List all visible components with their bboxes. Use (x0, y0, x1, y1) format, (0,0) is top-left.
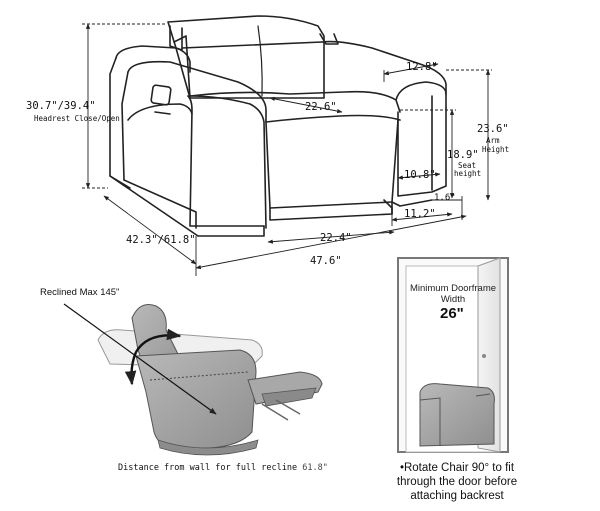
reclined-chair-illustration (63, 303, 323, 456)
depth-label: 42.3"/61.8" (126, 234, 196, 246)
door-caption-line-1: •Rotate Chair 90° to fit (399, 462, 515, 474)
headrest-height-label: 30.7"/39.4" (26, 100, 96, 112)
chair-line-drawing (109, 15, 447, 237)
doorframe-width-value: 26" (440, 305, 464, 322)
doorframe-title: Minimum Doorframe Width (408, 283, 498, 306)
base-clearance-label: 1.6" (434, 193, 456, 203)
arm-width-label: 12.8" (406, 61, 438, 73)
arm-height-note-2: Height (482, 145, 510, 154)
seat-height-note-1: Seat (458, 161, 477, 170)
leg-inset-label: 11.2" (404, 208, 436, 220)
seat-depth-label: 10.8" (404, 169, 436, 181)
total-width-label: 47.6" (310, 255, 342, 267)
seat-height-label: 18.9" (447, 149, 479, 161)
dimension-lines (82, 23, 492, 276)
door-caption-line-3: attaching backrest (410, 489, 504, 502)
recline-distance-value: 61.8" (302, 463, 328, 473)
recline-distance-label: Distance from wall for full recline 61.8… (118, 464, 328, 473)
seat-width-label: 22.6" (305, 101, 337, 113)
arm-height-label: 23.6" (477, 123, 509, 135)
door-caption-line-2: through the door before (396, 475, 518, 488)
recline-max-label: Reclined Max 145" (40, 287, 120, 298)
doorframe-title-line-2: Width (440, 293, 466, 305)
arm-height-note-1: Arm (486, 136, 500, 145)
headrest-note-label: Headrest Close/Open (34, 114, 120, 123)
door-caption: •Rotate Chair 90° to fit through the doo… (392, 462, 522, 503)
doorframe-title-line-1: Minimum Doorframe (409, 283, 497, 294)
seat-height-note-2: height (454, 169, 482, 178)
front-width-label: 22.4" (320, 232, 352, 244)
doorframe-illustration (397, 257, 509, 453)
recline-distance-text: Distance from wall for full recline (118, 463, 298, 473)
